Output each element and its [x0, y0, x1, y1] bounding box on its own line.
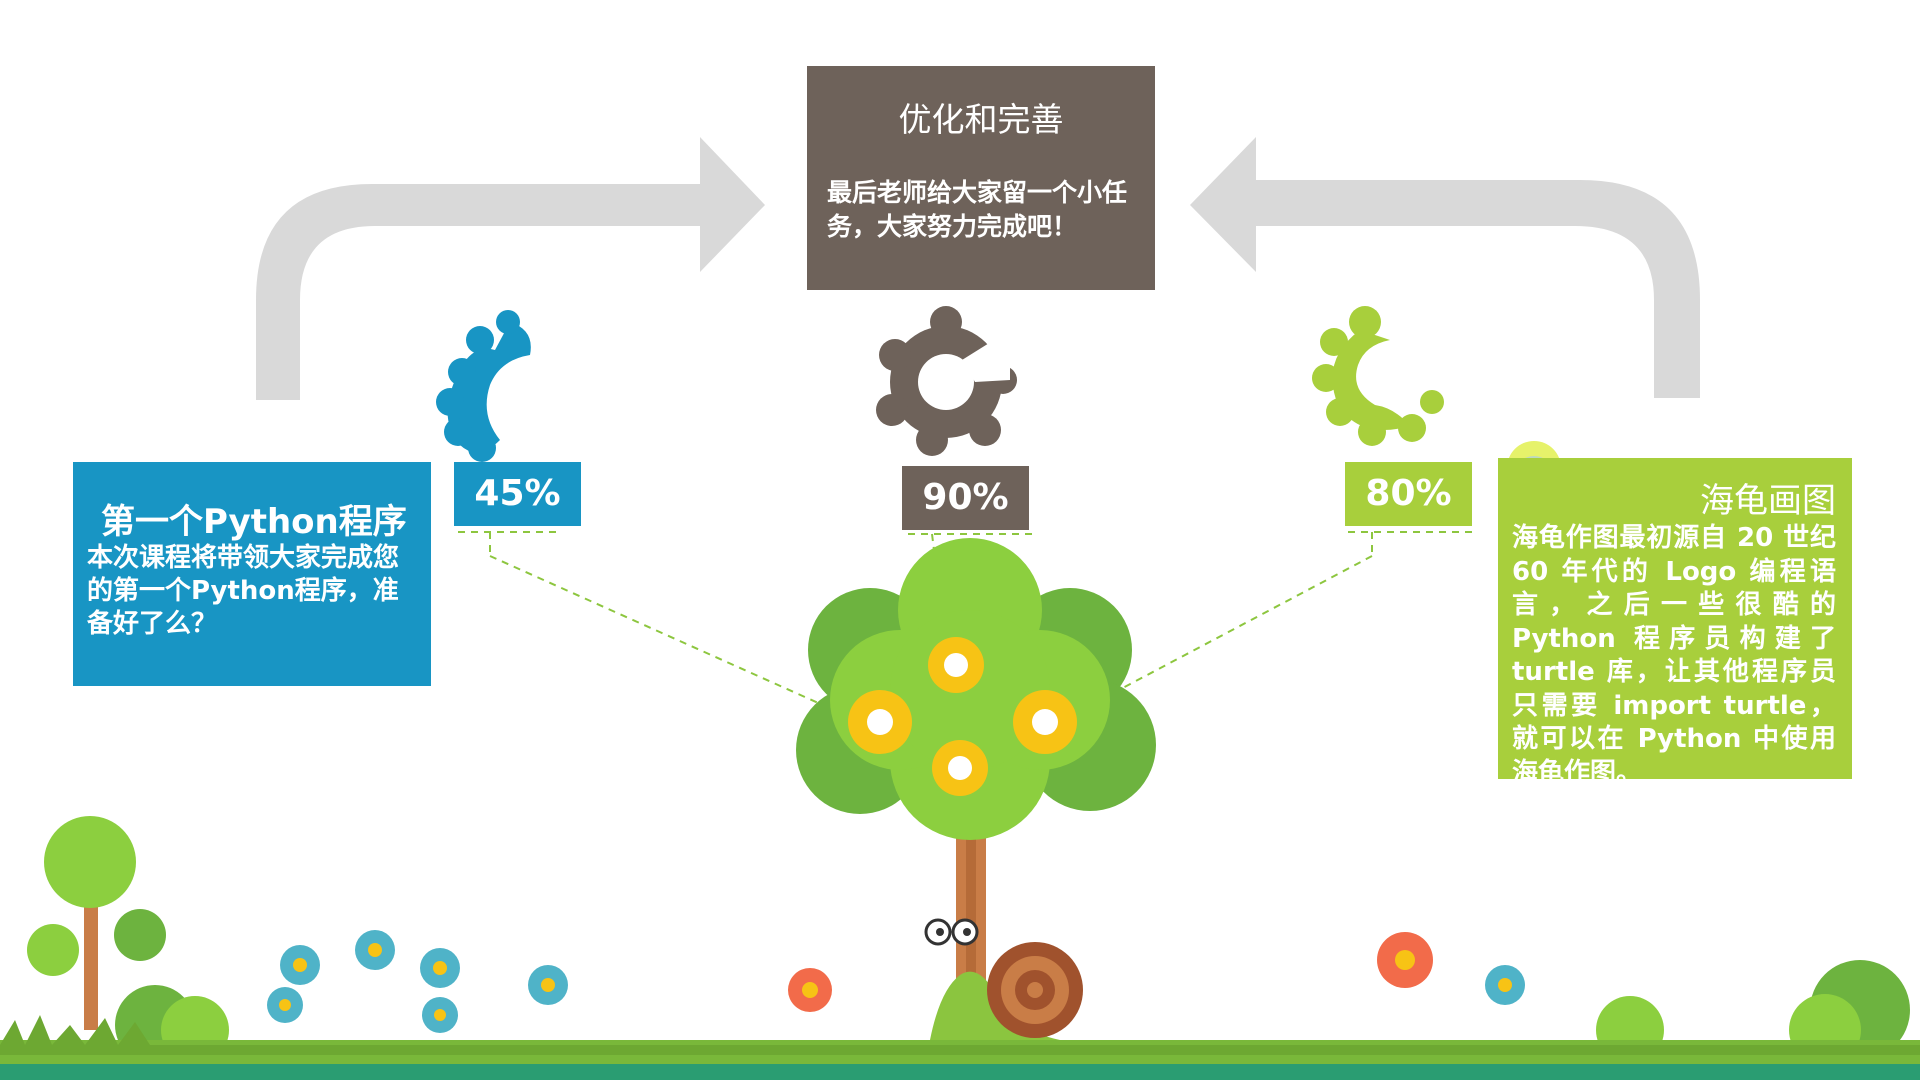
left-card: 第一个Python程序 本次课程将带领大家完成您的第一个Python程序，准备好… — [73, 462, 431, 686]
center-card-text: 最后老师给大家留一个小任务，大家努力完成吧！ — [827, 178, 1128, 241]
gear-brown-icon — [876, 306, 1017, 456]
percent-badge-green: 80% — [1345, 462, 1472, 526]
gear-green-icon — [1312, 306, 1444, 446]
arrow-left-icon — [1190, 137, 1700, 398]
center-card-title: 优化和完善 — [898, 100, 1064, 139]
right-card-title: 海龟画图 — [1700, 481, 1836, 521]
right-card: 海龟画图 海龟作图最初源自 20 世纪 60 年代的 Logo 编程语言，之后一… — [1498, 458, 1852, 788]
flower-icons — [267, 930, 1525, 1033]
tree-illustration — [796, 538, 1156, 1020]
gear-blue-icon — [436, 310, 531, 462]
snail-illustration — [924, 918, 1083, 1040]
left-card-text: 本次课程将带领大家完成您的第一个Python程序，准备好了么？ — [87, 543, 400, 639]
left-card-title: 第一个Python程序 — [101, 502, 407, 542]
percent-badge-brown: 90% — [902, 466, 1029, 530]
center-card: 优化和完善 最后老师给大家留一个小任务，大家努力完成吧！ — [807, 66, 1155, 290]
percent-badge-blue: 45% — [454, 462, 581, 526]
arrow-right-icon — [256, 137, 765, 400]
small-tree-illustration — [27, 816, 166, 1030]
right-card-text: 海龟作图最初源自 20 世纪 60 年代的 Logo 编程语言，之后一些很酷的 … — [1512, 523, 1836, 788]
grass-strip — [0, 1015, 1920, 1080]
